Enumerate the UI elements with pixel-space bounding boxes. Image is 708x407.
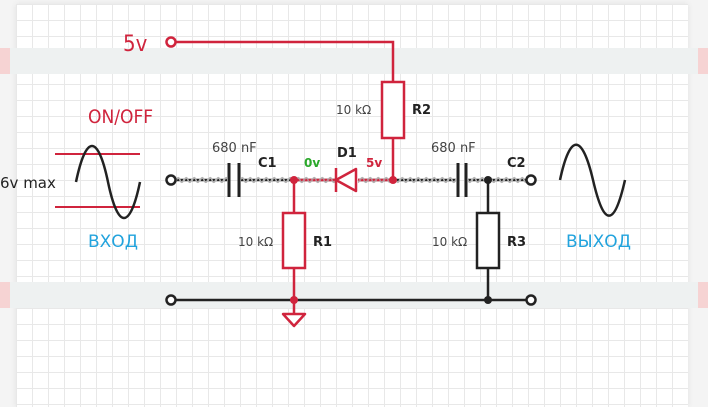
junction-dot bbox=[290, 176, 298, 184]
side-mark bbox=[698, 282, 708, 308]
input-ground-terminal[interactable] bbox=[165, 294, 177, 306]
r2-value: 10 kΩ bbox=[336, 103, 371, 117]
input-label: ВХОД bbox=[88, 232, 138, 252]
r3-name: R3 bbox=[507, 235, 526, 250]
diode-d1[interactable] bbox=[334, 167, 358, 193]
resistor-r2[interactable] bbox=[380, 80, 406, 180]
sine-wave-icon bbox=[74, 145, 142, 219]
resistor-r3[interactable] bbox=[475, 180, 501, 300]
capacitor-c2[interactable] bbox=[456, 163, 468, 197]
input-amplitude: 6v max bbox=[0, 174, 56, 192]
junction-dot bbox=[484, 296, 492, 304]
output-ground-terminal[interactable] bbox=[525, 294, 537, 306]
c1-value: 680 nF bbox=[212, 141, 257, 156]
side-mark bbox=[698, 48, 708, 74]
r1-name: R1 bbox=[313, 235, 332, 250]
side-band-top bbox=[0, 48, 708, 74]
c2-value: 680 nF bbox=[431, 141, 476, 156]
side-mark bbox=[0, 48, 10, 74]
c1-name: C1 bbox=[258, 156, 277, 171]
side-mark bbox=[0, 282, 10, 308]
input-waveform bbox=[55, 145, 142, 219]
ground-icon bbox=[281, 312, 307, 328]
resistor-r1[interactable] bbox=[281, 180, 307, 313]
input-terminal[interactable] bbox=[165, 174, 177, 186]
supply-wire bbox=[165, 36, 395, 82]
r2-name: R2 bbox=[412, 103, 431, 118]
c2-name: C2 bbox=[507, 156, 526, 171]
cathode-voltage: 5v bbox=[366, 156, 382, 170]
signal-wire bbox=[176, 172, 527, 188]
supply-label: 5v bbox=[123, 32, 148, 57]
junction-dot bbox=[484, 176, 492, 184]
output-terminal[interactable] bbox=[525, 174, 537, 186]
output-label: ВЫХОД bbox=[566, 232, 631, 252]
d1-name: D1 bbox=[337, 146, 357, 161]
switch-label: ON/OFF bbox=[88, 106, 153, 128]
anode-voltage: 0v bbox=[304, 156, 320, 170]
r1-value: 10 kΩ bbox=[238, 235, 273, 249]
r3-value: 10 kΩ bbox=[432, 235, 467, 249]
supply-terminal[interactable] bbox=[165, 36, 177, 48]
side-band-bottom bbox=[0, 282, 708, 308]
sine-wave-icon bbox=[558, 143, 627, 217]
junction-dot bbox=[290, 296, 298, 304]
junction-dot bbox=[389, 176, 397, 184]
capacitor-c1[interactable] bbox=[227, 163, 241, 197]
